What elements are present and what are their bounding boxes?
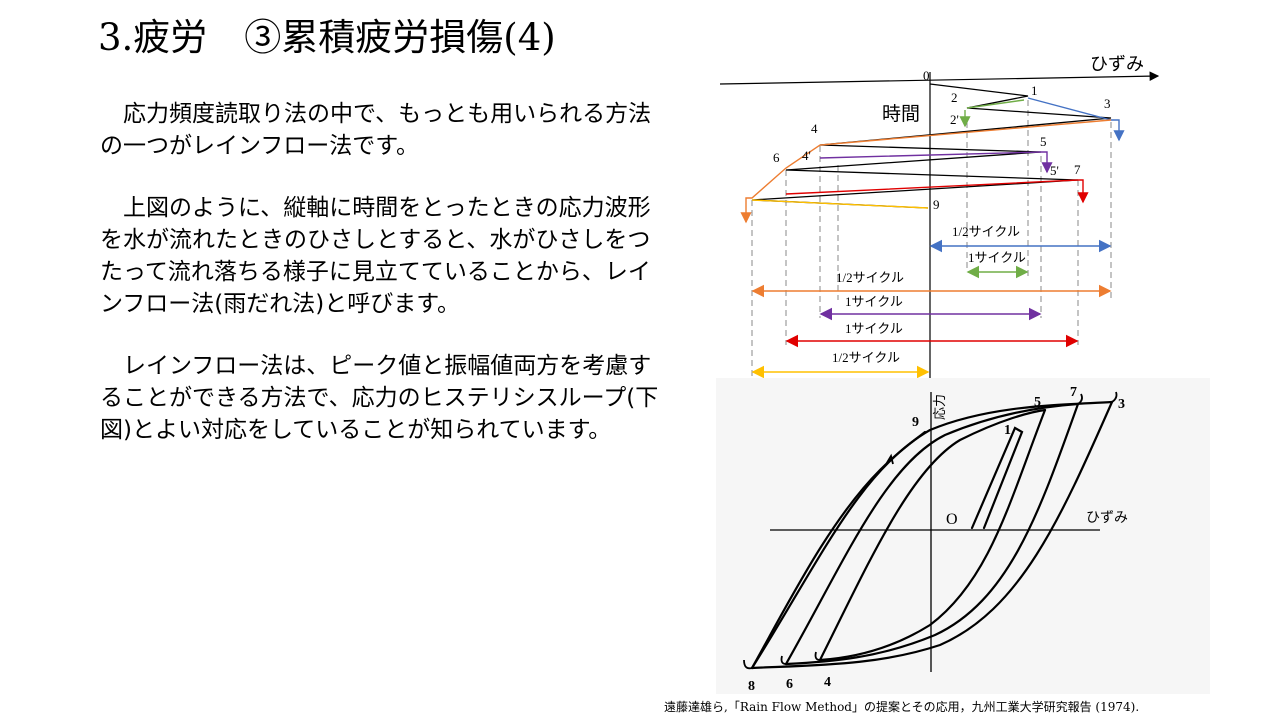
hys-label-1: 1: [1004, 423, 1011, 438]
strain-axis-label: ひずみ: [1090, 54, 1144, 75]
intermediate-label-2p: 2': [950, 112, 959, 127]
peak-labels: 0 1 2 3 4 5 6 7 9 2' 4' 5': [773, 68, 1111, 212]
peak-label-4: 4: [811, 121, 818, 136]
paragraph-2: 上図のように、縦軸に時間をとったときの応力波形を水が流れたときのひさしとすると、…: [100, 195, 651, 317]
hys-label-4: 4: [824, 675, 831, 690]
stress-waveform: [751, 83, 1112, 209]
hys-label-3: 3: [1118, 397, 1125, 412]
turn-marks: [743, 391, 1118, 670]
peak-label-9: 9: [933, 197, 940, 212]
flow-path-red: [785, 179, 1089, 204]
flow-path-green: [966, 99, 1025, 109]
hys-label-9: 9: [912, 415, 919, 430]
flow-path-purple: [819, 151, 1053, 174]
body-text: 応力頻度読取り法の中で、もっとも用いられる方法の一つがレインフロー法です。 上図…: [100, 98, 668, 476]
slide-title: 3.疲労 ③累積疲労損傷(4): [98, 16, 556, 59]
cycle-label-yellow: 1/2サイクル: [832, 350, 900, 365]
hys-label-8: 8: [748, 679, 755, 694]
strain-axis: [719, 71, 1160, 85]
peak-label-2: 2: [951, 90, 958, 105]
peak-label-3: 3: [1104, 96, 1111, 111]
intermediate-label-5p: 5': [1050, 163, 1059, 178]
flow-path-orange: [740, 119, 1112, 224]
cycle-label-red: 1サイクル: [845, 321, 903, 336]
hysteresis-curves: [750, 400, 1114, 670]
hys-point-labels: 1 3 5 7 9 8 6 4: [748, 385, 1125, 694]
cycle-label-blue: 1/2サイクル: [952, 224, 1020, 239]
time-axis-label: 時間: [882, 103, 920, 125]
hys-label-6: 6: [786, 677, 793, 692]
intermediate-label-4p: 4': [802, 148, 811, 163]
stress-axis-label: 応力: [933, 394, 948, 420]
hys-label-5: 5: [1034, 395, 1041, 410]
flow-path-yellow: [751, 199, 929, 209]
cycle-label-green: 1サイクル: [968, 250, 1026, 265]
cycle-label-orange: 1/2サイクル: [836, 270, 904, 285]
paragraph-1: 応力頻度読取り法の中で、もっとも用いられる方法の一つがレインフロー法です。: [100, 101, 652, 159]
hys-label-7: 7: [1070, 385, 1077, 400]
rainflow-diagram: ひずみ 時間 0 1 2 3 4 5 6 7 9 2' 4' 5' 1/2サイク…: [719, 54, 1160, 388]
guide-lines: [751, 100, 1112, 388]
paragraph-3: レインフロー法は、ピーク値と振幅値両方を考慮することができる方法で、応力のヒステ…: [100, 353, 659, 443]
peak-label-0: 0: [923, 68, 930, 83]
peak-label-6: 6: [773, 150, 780, 165]
flow-path-blue: [1027, 97, 1125, 142]
peak-label-7: 7: [1074, 162, 1081, 177]
hys-strain-axis-label: ひずみ: [1086, 510, 1128, 526]
citation: 遠藤達雄ら,「Rain Flow Method」の提案とその応用，九州工業大学研…: [664, 700, 1140, 714]
origin-label: O: [946, 511, 958, 528]
peak-label-5: 5: [1040, 134, 1047, 149]
cycle-label-purple: 1サイクル: [845, 294, 903, 309]
peak-label-1: 1: [1031, 83, 1038, 98]
hysteresis-diagram: 応力 ひずみ O 1 3 5 7 9 8 6 4: [716, 378, 1210, 694]
